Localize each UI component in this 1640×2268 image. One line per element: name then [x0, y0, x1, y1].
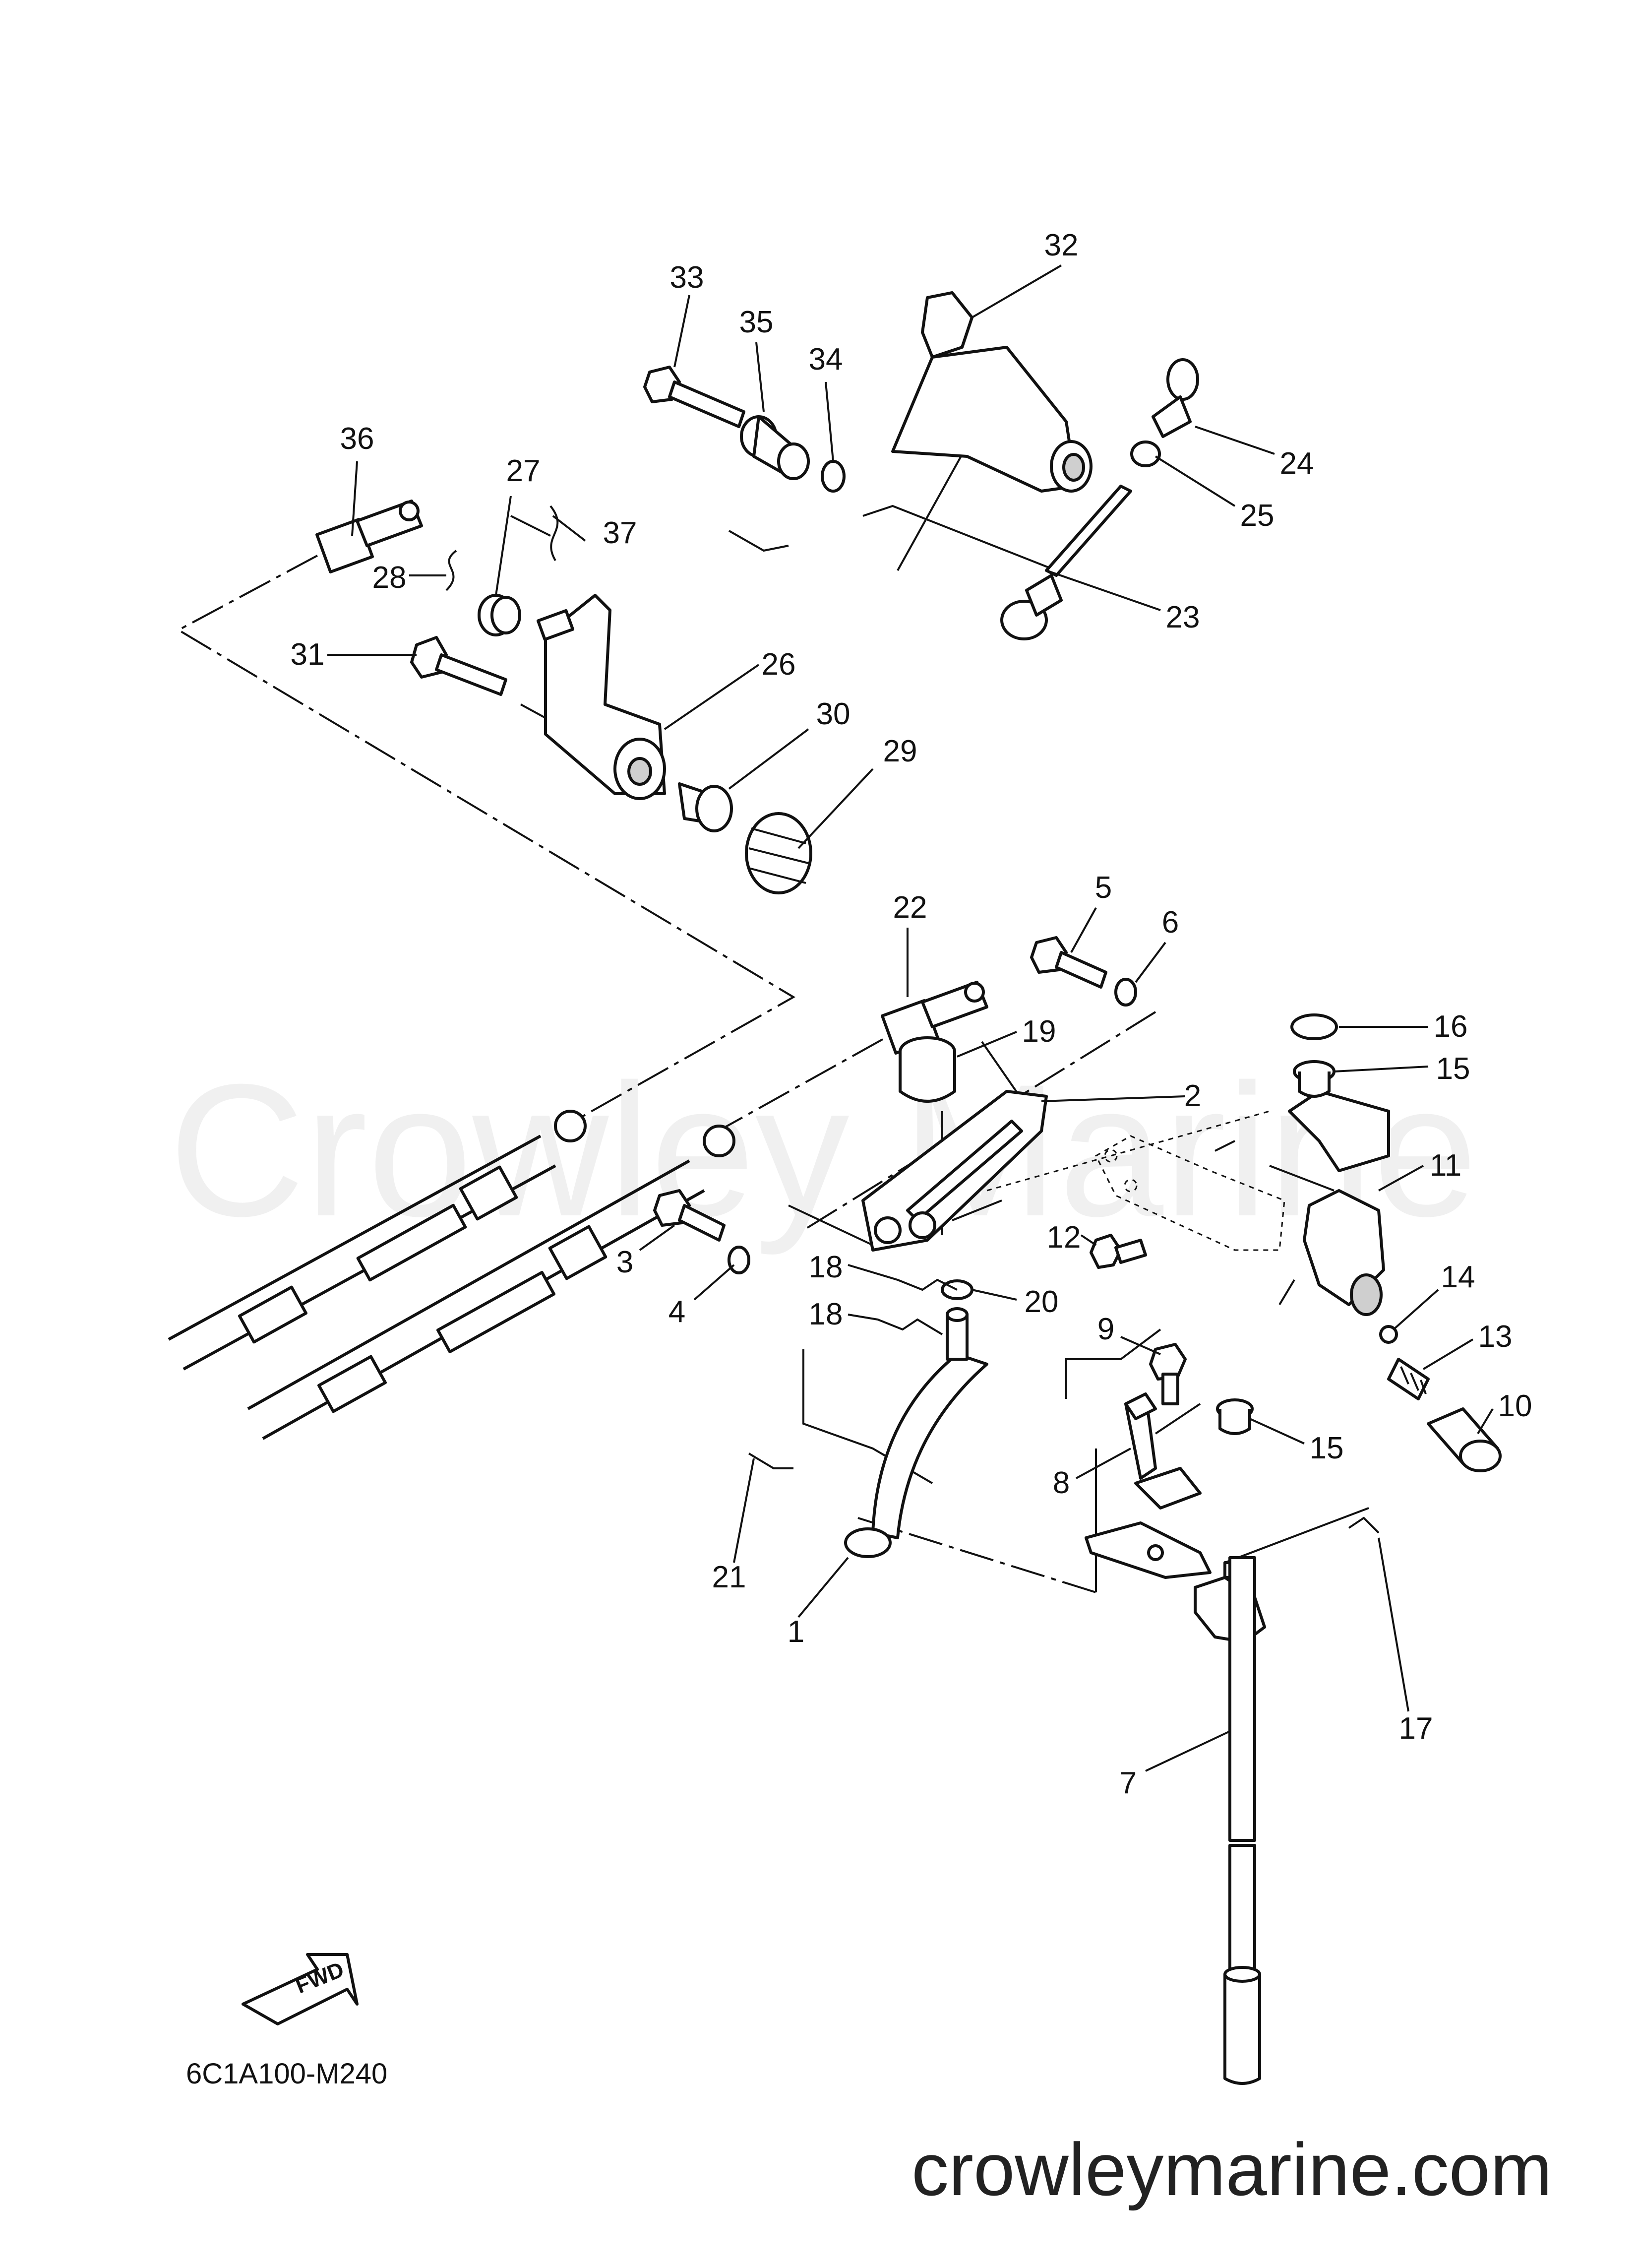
- lever-2: [861, 1090, 1048, 1252]
- callout-23: 23: [1166, 600, 1200, 634]
- callout-16: 16: [1434, 1009, 1468, 1044]
- ball-14: [1379, 1325, 1398, 1344]
- callout-15-bottom: 15: [1310, 1431, 1344, 1465]
- callout-36: 36: [340, 422, 374, 456]
- bolt-3: [653, 1189, 726, 1242]
- bushing-30: [678, 782, 733, 832]
- shift-lever-26: [536, 594, 666, 800]
- nut-25: [1130, 441, 1161, 467]
- callout-30: 30: [816, 697, 850, 731]
- callout-9: 9: [1097, 1312, 1114, 1346]
- callout-12: 12: [1047, 1220, 1081, 1255]
- callout-7: 7: [1120, 1766, 1137, 1800]
- throttle-cable: [247, 1125, 735, 1440]
- callout-14: 14: [1441, 1260, 1475, 1294]
- callout-37: 37: [603, 516, 637, 550]
- callout-5: 5: [1095, 871, 1112, 905]
- collar-15-bottom: [1216, 1398, 1254, 1435]
- callout-17: 17: [1399, 1711, 1433, 1746]
- bolt-12: [1090, 1234, 1147, 1269]
- arm-1: [844, 1307, 988, 1558]
- leader-lines: [327, 264, 1494, 1772]
- ball-joint-24: [1152, 358, 1199, 438]
- cable-joint-36: [315, 500, 423, 573]
- collar-15-top: [1293, 1060, 1336, 1098]
- washer-16: [1290, 1013, 1338, 1040]
- callout-22: 22: [893, 890, 927, 925]
- clip-18a: [897, 1278, 958, 1291]
- plate-dashed: [1095, 1135, 1285, 1251]
- clip-28: [445, 550, 457, 591]
- callout-3: 3: [616, 1245, 633, 1279]
- bolt-5: [1030, 936, 1107, 989]
- clip-37: [549, 505, 559, 562]
- pin-21: [748, 1452, 793, 1469]
- callout-20: 20: [1025, 1285, 1059, 1319]
- callout-21: 21: [712, 1560, 746, 1594]
- callout-15-top: 15: [1436, 1052, 1470, 1086]
- callout-31: 31: [291, 637, 325, 672]
- callout-33: 33: [670, 260, 704, 295]
- callout-labels: 33 35 34 32 24 25 23 36 27 37 28 31 26 3…: [291, 228, 1532, 1800]
- callout-25: 25: [1240, 499, 1275, 533]
- callout-1: 1: [788, 1615, 804, 1649]
- callout-6: 6: [1162, 905, 1179, 940]
- clip-18b: [877, 1318, 943, 1335]
- callout-18b: 18: [809, 1297, 843, 1331]
- throttle-lever-32: [891, 291, 1093, 493]
- bracket-8: [1124, 1392, 1202, 1510]
- callout-32: 32: [1044, 228, 1079, 262]
- callout-35: 35: [739, 305, 774, 339]
- shift-cable: [168, 1110, 587, 1371]
- bolt-31: [410, 636, 507, 696]
- spring-13: [1387, 1358, 1430, 1400]
- callout-27: 27: [506, 454, 541, 488]
- shift-rod-7: [1085, 1521, 1266, 2085]
- collar-35: [740, 415, 810, 480]
- callout-11: 11: [1430, 1148, 1461, 1183]
- callout-19: 19: [1022, 1014, 1056, 1049]
- callout-10: 10: [1498, 1389, 1532, 1423]
- pin-17: [1348, 1516, 1380, 1534]
- callout-28: 28: [372, 561, 407, 595]
- spring-29: [745, 812, 812, 894]
- callout-4: 4: [668, 1295, 685, 1329]
- washer-6: [1114, 978, 1137, 1007]
- footer-url: crowleymarine.com: [911, 2128, 1552, 2211]
- callout-8: 8: [1053, 1466, 1070, 1500]
- callout-29: 29: [883, 734, 917, 768]
- bolt-33: [643, 366, 745, 428]
- callout-18a: 18: [809, 1250, 843, 1284]
- link-rod-23: [1000, 485, 1132, 640]
- callout-26: 26: [762, 647, 796, 682]
- collar-27: [478, 594, 521, 636]
- drawing-code: 6C1A100-M240: [186, 2058, 387, 2090]
- plug-10: [1427, 1407, 1502, 1472]
- bracket-11: [1288, 1090, 1390, 1316]
- washer-4: [728, 1246, 750, 1274]
- callout-24: 24: [1280, 446, 1314, 481]
- callout-13: 13: [1478, 1320, 1513, 1354]
- fwd-arrow-icon: FWD: [242, 1953, 359, 2025]
- callout-34: 34: [809, 342, 843, 377]
- washer-34: [821, 460, 846, 493]
- collar-19: [899, 1036, 956, 1103]
- callout-2: 2: [1184, 1079, 1201, 1113]
